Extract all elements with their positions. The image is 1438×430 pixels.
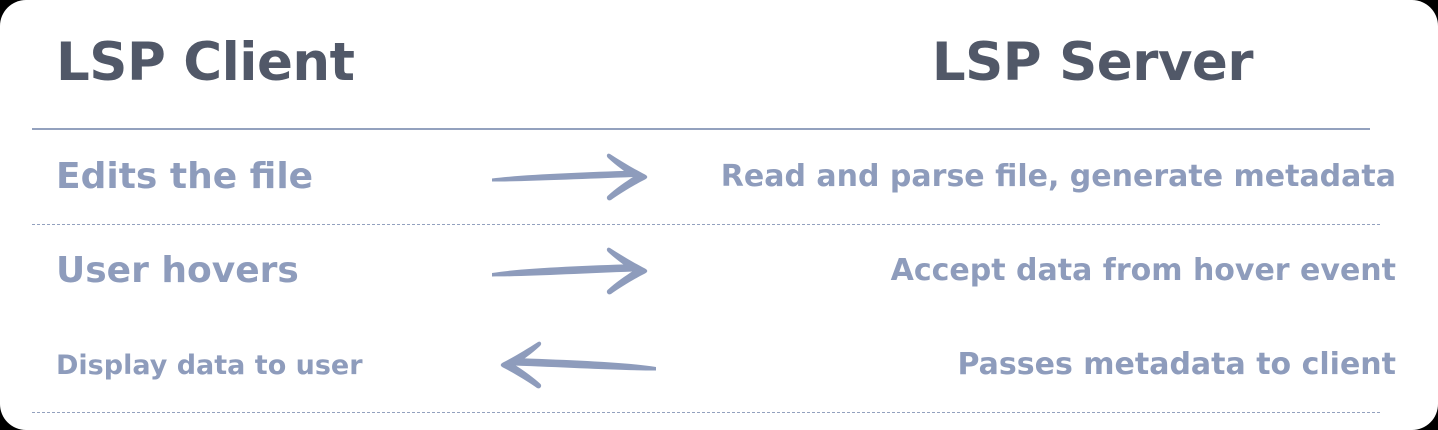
arrow-right-icon bbox=[484, 241, 664, 301]
column-title-lsp-client: LSP Client bbox=[56, 32, 355, 93]
arrow-left-icon bbox=[484, 335, 664, 395]
column-title-lsp-server: LSP Server bbox=[931, 32, 1254, 93]
row-separator bbox=[32, 412, 1380, 413]
flow-rows: Edits the file Read and parse file, gene… bbox=[0, 130, 1438, 413]
row-left-label: Display data to user bbox=[56, 349, 363, 381]
row-right-label: Read and parse file, generate metadata bbox=[720, 159, 1396, 194]
row-left-label: Edits the file bbox=[56, 156, 314, 197]
flow-row: Display data to user Passes metadata to … bbox=[0, 318, 1438, 412]
flow-row: User hovers Accept data from hover event bbox=[0, 224, 1438, 413]
row-separator bbox=[32, 224, 1380, 225]
header-divider bbox=[32, 128, 1370, 130]
row-left-label: User hovers bbox=[56, 250, 299, 291]
row-right-label: Passes metadata to client bbox=[957, 347, 1396, 382]
diagram-header: LSP Client LSP Server bbox=[0, 0, 1438, 130]
row-right-label: Accept data from hover event bbox=[890, 253, 1396, 288]
flow-row: Edits the file Read and parse file, gene… bbox=[0, 130, 1438, 225]
arrow-right-icon bbox=[484, 147, 664, 207]
